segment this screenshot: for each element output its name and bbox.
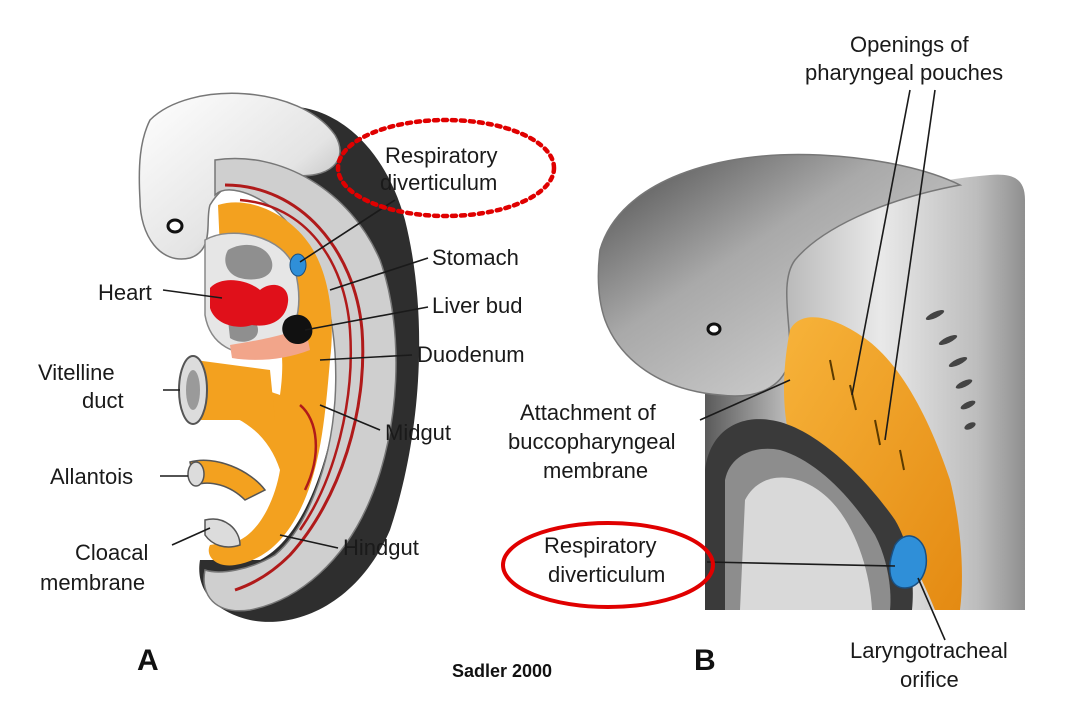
label-duodenum: Duodenum (417, 342, 525, 367)
panel-b-illustration (598, 154, 1025, 610)
label-cloacal-line2: membrane (40, 570, 145, 595)
embryo-a-eye (168, 220, 182, 232)
embryo-b-eye (708, 324, 720, 334)
label-stomach: Stomach (432, 245, 519, 270)
embryo-a-cloaca (205, 519, 240, 547)
label-openings-line1: Openings of (850, 32, 970, 57)
label-cloacal-line1: Cloacal (75, 540, 148, 565)
label-vitelline-line2: duct (82, 388, 124, 413)
label-liver-bud: Liver bud (432, 293, 523, 318)
label-attachment-line2: buccopharyngeal (508, 429, 676, 454)
label-a-respiratory-line2: diverticulum (380, 170, 497, 195)
label-vitelline-line1: Vitelline (38, 360, 115, 385)
label-attachment-line3: membrane (543, 458, 648, 483)
label-attachment-line1: Attachment of (520, 400, 657, 425)
label-allantois: Allantois (50, 464, 133, 489)
label-b-respiratory-line1: Respiratory (544, 533, 656, 558)
panel-b-letter: B (694, 644, 716, 677)
label-laryngotracheal-line1: Laryngotracheal (850, 638, 1008, 663)
label-a-respiratory-line1: Respiratory (385, 143, 497, 168)
label-hindgut: Hindgut (343, 535, 419, 560)
panel-a-letter: A (137, 644, 159, 677)
label-heart: Heart (98, 280, 152, 305)
label-openings-line2: pharyngeal pouches (805, 60, 1003, 85)
label-midgut: Midgut (385, 420, 451, 445)
figure-credit: Sadler 2000 (452, 661, 552, 681)
embryo-b-respiratory-diverticulum (890, 536, 927, 588)
embryo-a-heart (210, 280, 288, 327)
label-laryngotracheal-line2: orifice (900, 667, 959, 692)
label-b-respiratory-line2: diverticulum (548, 562, 665, 587)
embryo-a-respiratory-diverticulum (290, 254, 306, 276)
